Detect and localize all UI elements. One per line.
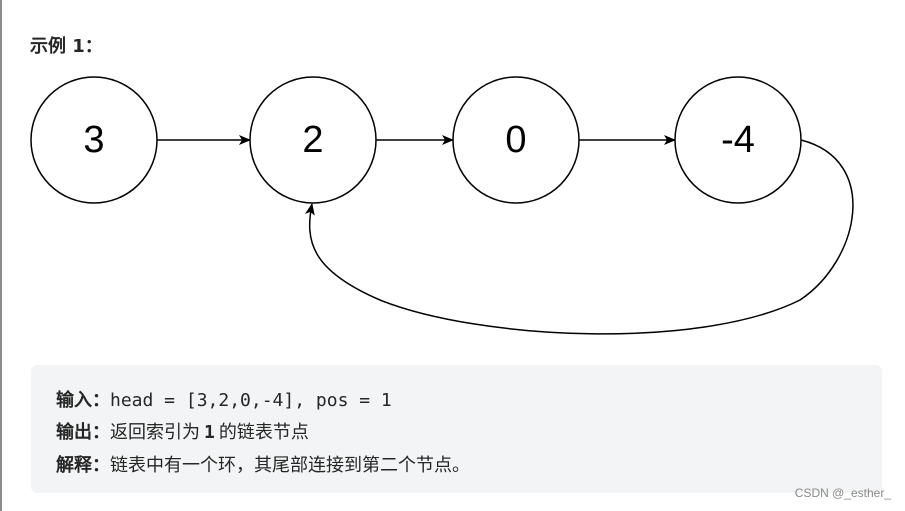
node-circle	[452, 76, 580, 204]
linked-list-diagram: 3 2 0 -4	[30, 76, 854, 335]
list-node: 0	[452, 76, 580, 204]
node-circle	[249, 76, 377, 204]
explain-line: 解释：链表中有一个环，其尾部连接到第二个节点。	[56, 451, 470, 477]
left-border	[0, 0, 2, 511]
explain-text: 链表中有一个环，其尾部连接到第二个节点。	[110, 455, 470, 476]
output-index: 1	[204, 422, 215, 443]
input-line: 输入：head = [3,2,0,-4], pos = 1	[56, 386, 392, 412]
list-node: 2	[249, 76, 377, 204]
list-node: 3	[30, 76, 158, 204]
input-label: 输入：	[56, 390, 110, 411]
node-value: -4	[721, 119, 755, 161]
node-circle	[30, 76, 158, 204]
input-value: head = [3,2,0,-4], pos = 1	[110, 390, 392, 411]
csdn-watermark: CSDN @_esther_	[794, 486, 891, 500]
node-value: 0	[505, 119, 526, 161]
output-prefix: 返回索引为	[110, 422, 200, 443]
node-value: 2	[302, 119, 323, 161]
example-title: 示例 1：	[30, 36, 103, 57]
node-value: 3	[83, 119, 104, 161]
output-label: 输出：	[56, 422, 110, 443]
output-suffix: 的链表节点	[218, 422, 309, 443]
explain-label: 解释：	[56, 455, 110, 476]
node-circle	[674, 76, 802, 204]
list-node: -4	[674, 76, 802, 204]
edge-n3-n1-cycle	[304, 139, 854, 335]
